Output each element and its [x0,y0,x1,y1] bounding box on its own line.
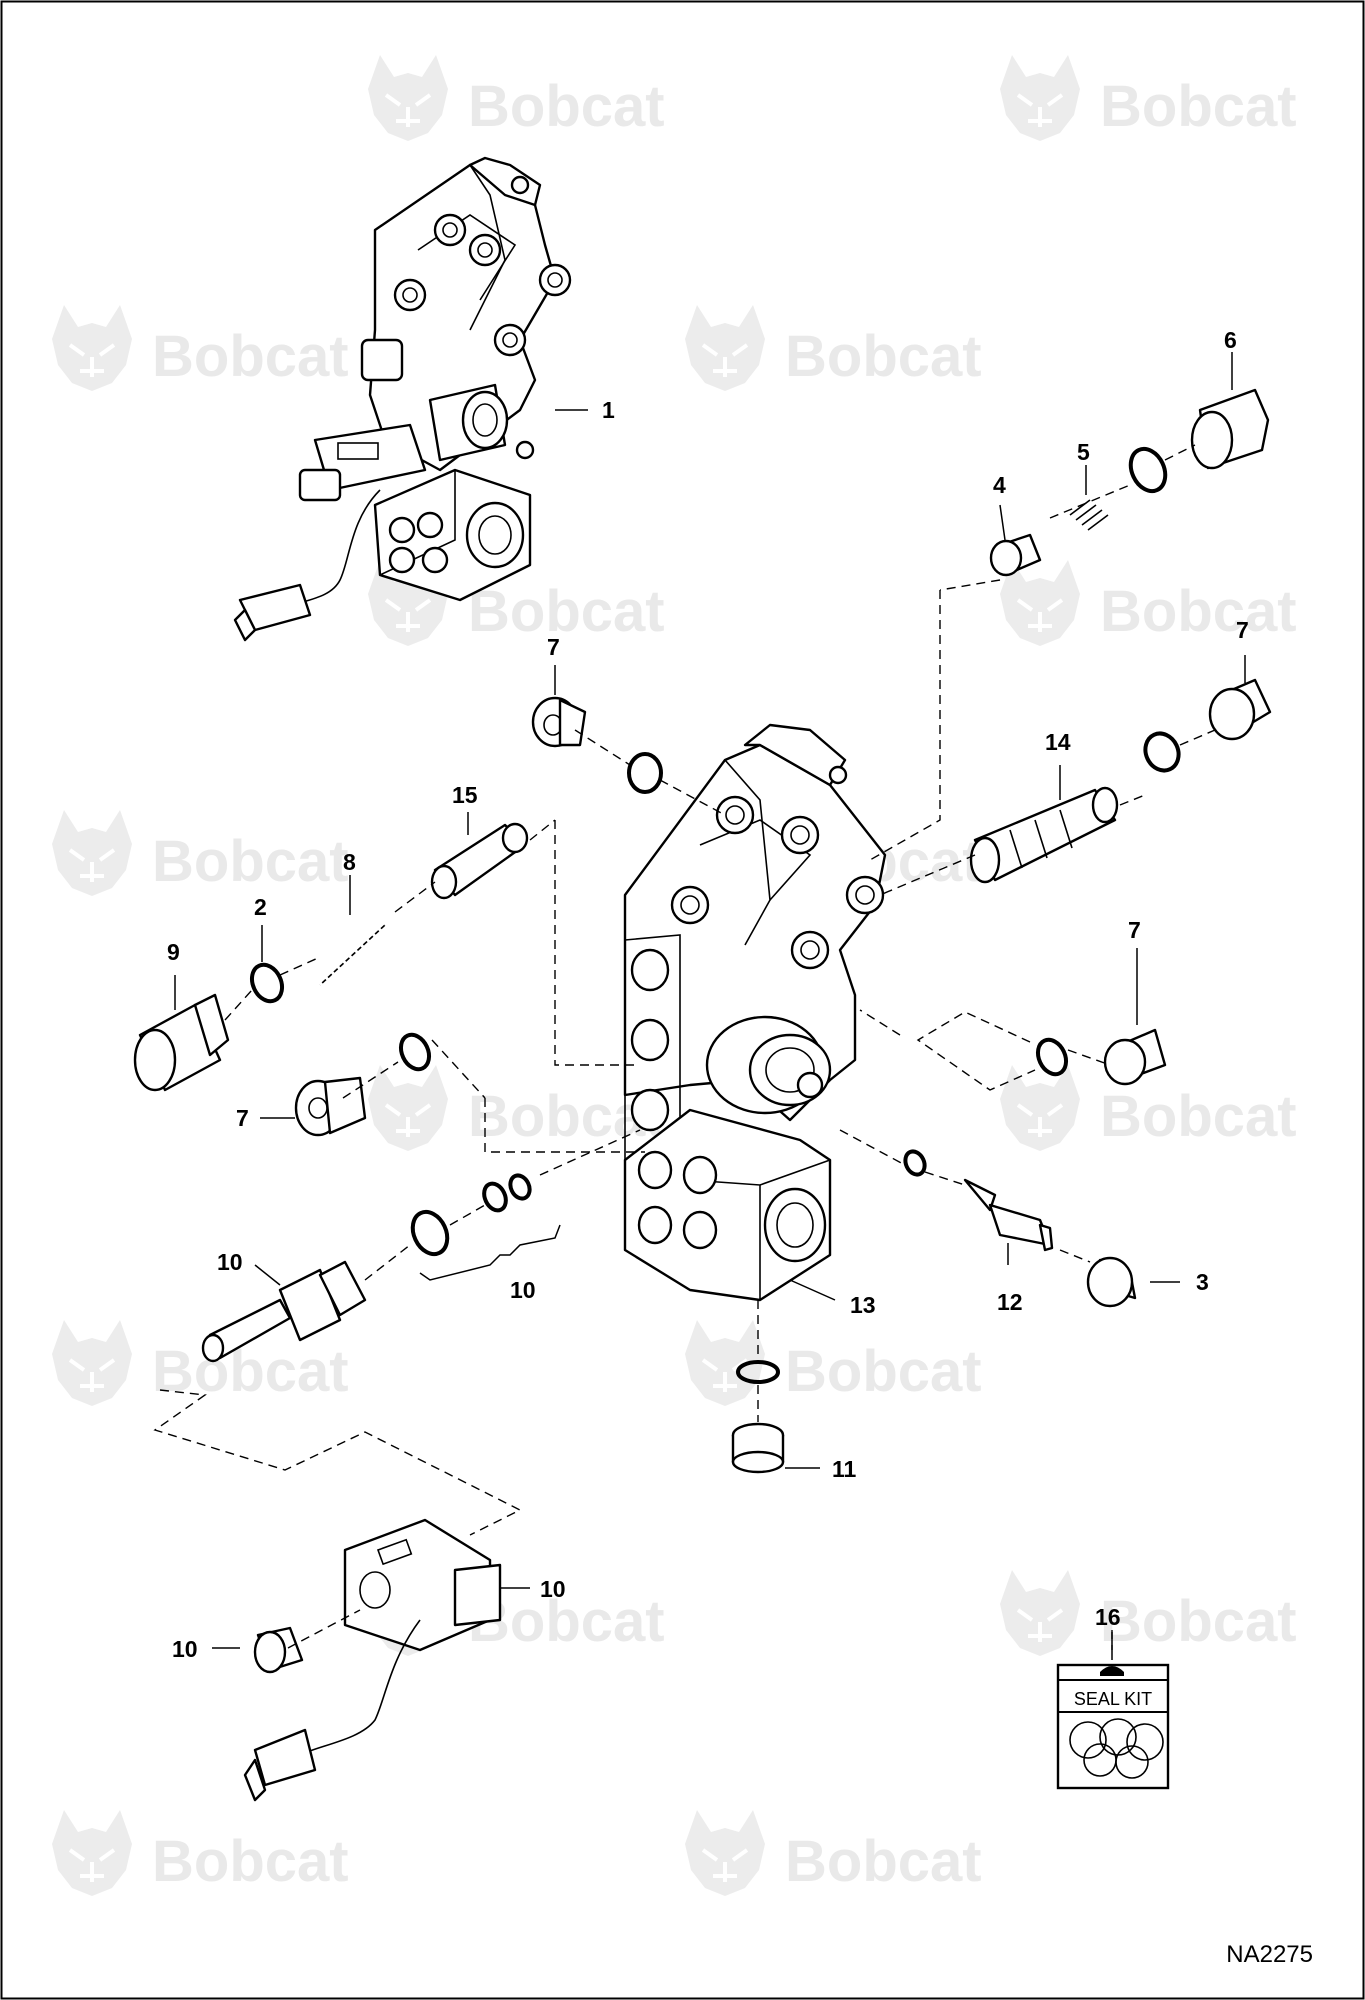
watermark-row-3: Bobcat Bobcat [366,558,1297,648]
seal-kit-label: SEAL KIT [1074,1689,1152,1709]
callout-4: 4 [993,472,1006,498]
watermark-text: Bobcat [785,1829,982,1894]
callout-labels: 1 6 5 4 7 7 14 15 8 2 9 7 7 10 10 12 3 1… [167,327,1249,1662]
watermark-text: Bobcat [468,579,665,644]
watermark-row-6: Bobcat Bobcat [50,1318,982,1408]
o-ring [1128,446,1168,494]
nut-part [253,1626,304,1674]
watermark-text: Bobcat [1100,74,1297,139]
watermark-text: Bobcat [152,1829,349,1894]
watermark-text: Bobcat [785,1339,982,1404]
watermark-text: Bobcat [152,1339,349,1404]
watermark-text: Bobcat [152,324,349,389]
o-ring [508,1173,532,1201]
watermark-text: Bobcat [1100,1084,1297,1149]
callout-11: 11 [832,1456,857,1482]
cap-part [1086,1256,1137,1308]
callout-7-right: 7 [1128,917,1141,943]
callout-3: 3 [1196,1269,1209,1295]
plug-part [133,993,230,1092]
coil-assembly-part [243,1518,502,1802]
bracket [419,1224,561,1281]
callout-9: 9 [167,939,180,965]
plug-part [1190,388,1270,470]
callout-1: 1 [602,397,615,423]
o-ring [903,1149,927,1177]
callout-7-left: 7 [236,1105,249,1131]
watermark-row-1: Bobcat Bobcat [366,53,1297,143]
watermark-text: Bobcat [468,74,665,139]
callout-7-top-left: 7 [547,634,560,660]
callout-10-seals: 10 [510,1277,536,1303]
callout-6: 6 [1224,327,1237,353]
watermark-text: Bobcat [1100,1589,1297,1654]
watermark-text: Bobcat [785,324,982,389]
valve-body-illustration [623,723,887,1302]
plug-part [731,1422,785,1474]
spring-part [1069,499,1109,531]
callout-8: 8 [343,849,356,875]
watermark-row-8: Bobcat Bobcat [50,1808,982,1898]
plug-part [1103,1028,1167,1086]
o-ring [482,1181,508,1213]
o-ring [1143,731,1181,773]
plug-part [1208,678,1272,741]
callout-12: 12 [997,1289,1023,1315]
figure-id: NA2275 [1226,1941,1313,1968]
watermark-text: Bobcat [152,829,349,894]
poppet-part [430,822,529,900]
cartridge-part [969,786,1119,884]
leader-lines [174,352,1246,1660]
o-ring [398,1032,432,1072]
plug-part [531,696,587,748]
spring-part [316,921,389,989]
watermark-text: Bobcat [1100,579,1297,644]
plug-part [294,1076,367,1137]
callout-2: 2 [254,894,267,920]
valve-assembly-illustration [233,156,572,642]
callout-7-top-right: 7 [1236,617,1249,643]
callout-16: 16 [1095,1604,1121,1630]
o-ring [1035,1037,1069,1077]
solenoid-cartridge-part [201,1260,367,1363]
watermark-row-2: Bobcat Bobcat [50,303,982,393]
o-ring [736,1360,780,1384]
callout-5: 5 [1077,439,1090,465]
watermark-row-7: Bobcat Bobcat [366,1568,1297,1658]
sensor-part [963,1178,1054,1252]
callout-10-cartridge: 10 [217,1249,243,1275]
poppet-part [989,533,1042,577]
o-ring [627,752,663,794]
callout-10-coil: 10 [540,1576,566,1602]
callout-13: 13 [850,1292,876,1318]
callout-14: 14 [1045,729,1071,755]
seal-kit-icon: SEAL KIT [1056,1663,1170,1790]
callout-15: 15 [452,782,478,808]
o-ring [249,962,285,1004]
callout-10-nut: 10 [172,1636,198,1662]
o-ring [410,1209,450,1257]
